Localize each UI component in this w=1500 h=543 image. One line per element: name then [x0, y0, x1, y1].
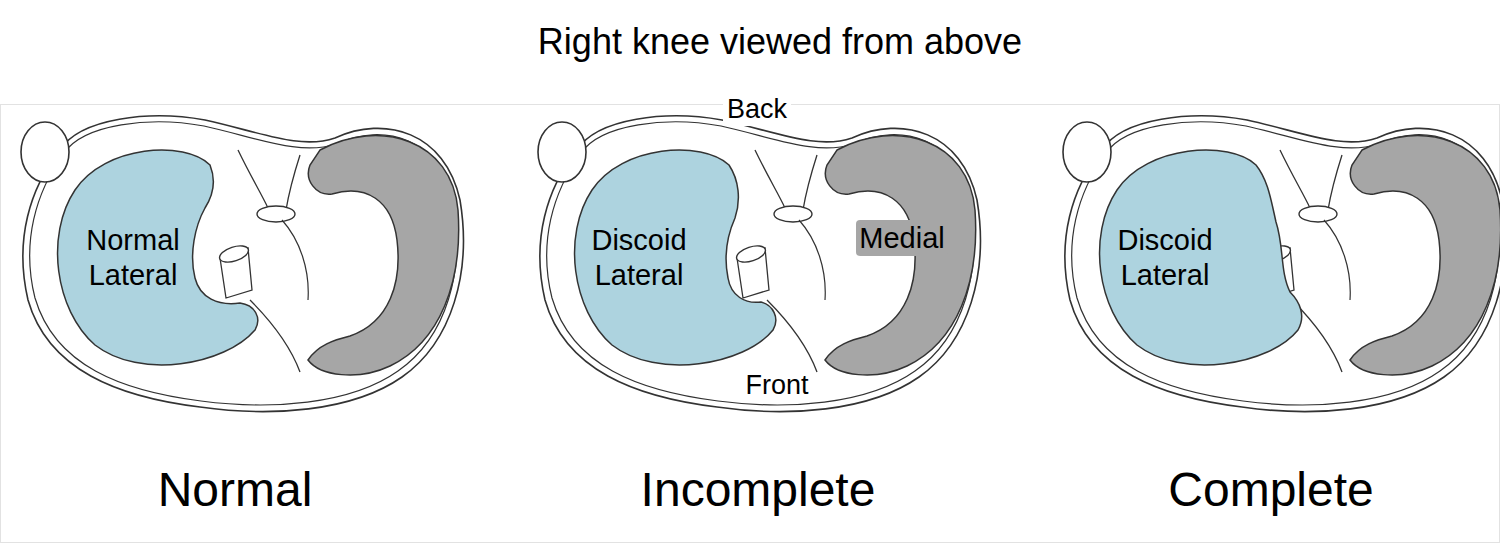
discoid-lateral-meniscus: Discoid Lateral	[1103, 222, 1227, 294]
panel-caption: Complete	[1168, 462, 1373, 517]
direction-label: Back	[723, 94, 791, 125]
panel-caption: Incomplete	[641, 462, 876, 517]
meniscus-label: Discoid Lateral	[1106, 223, 1224, 293]
meniscus-label: Medial	[859, 221, 944, 256]
medial-meniscus: Medial	[856, 220, 947, 257]
direction-label: Front	[741, 370, 812, 401]
diagram-title: Right knee viewed from above	[538, 21, 1022, 62]
meniscus-label: Normal Lateral	[74, 223, 192, 293]
meniscus-label: Discoid Lateral	[580, 223, 698, 293]
panel-caption: Normal	[158, 462, 313, 517]
lateral-meniscus: Normal Lateral	[71, 222, 195, 294]
discoid-lateral-meniscus: Discoid Lateral	[577, 222, 701, 294]
